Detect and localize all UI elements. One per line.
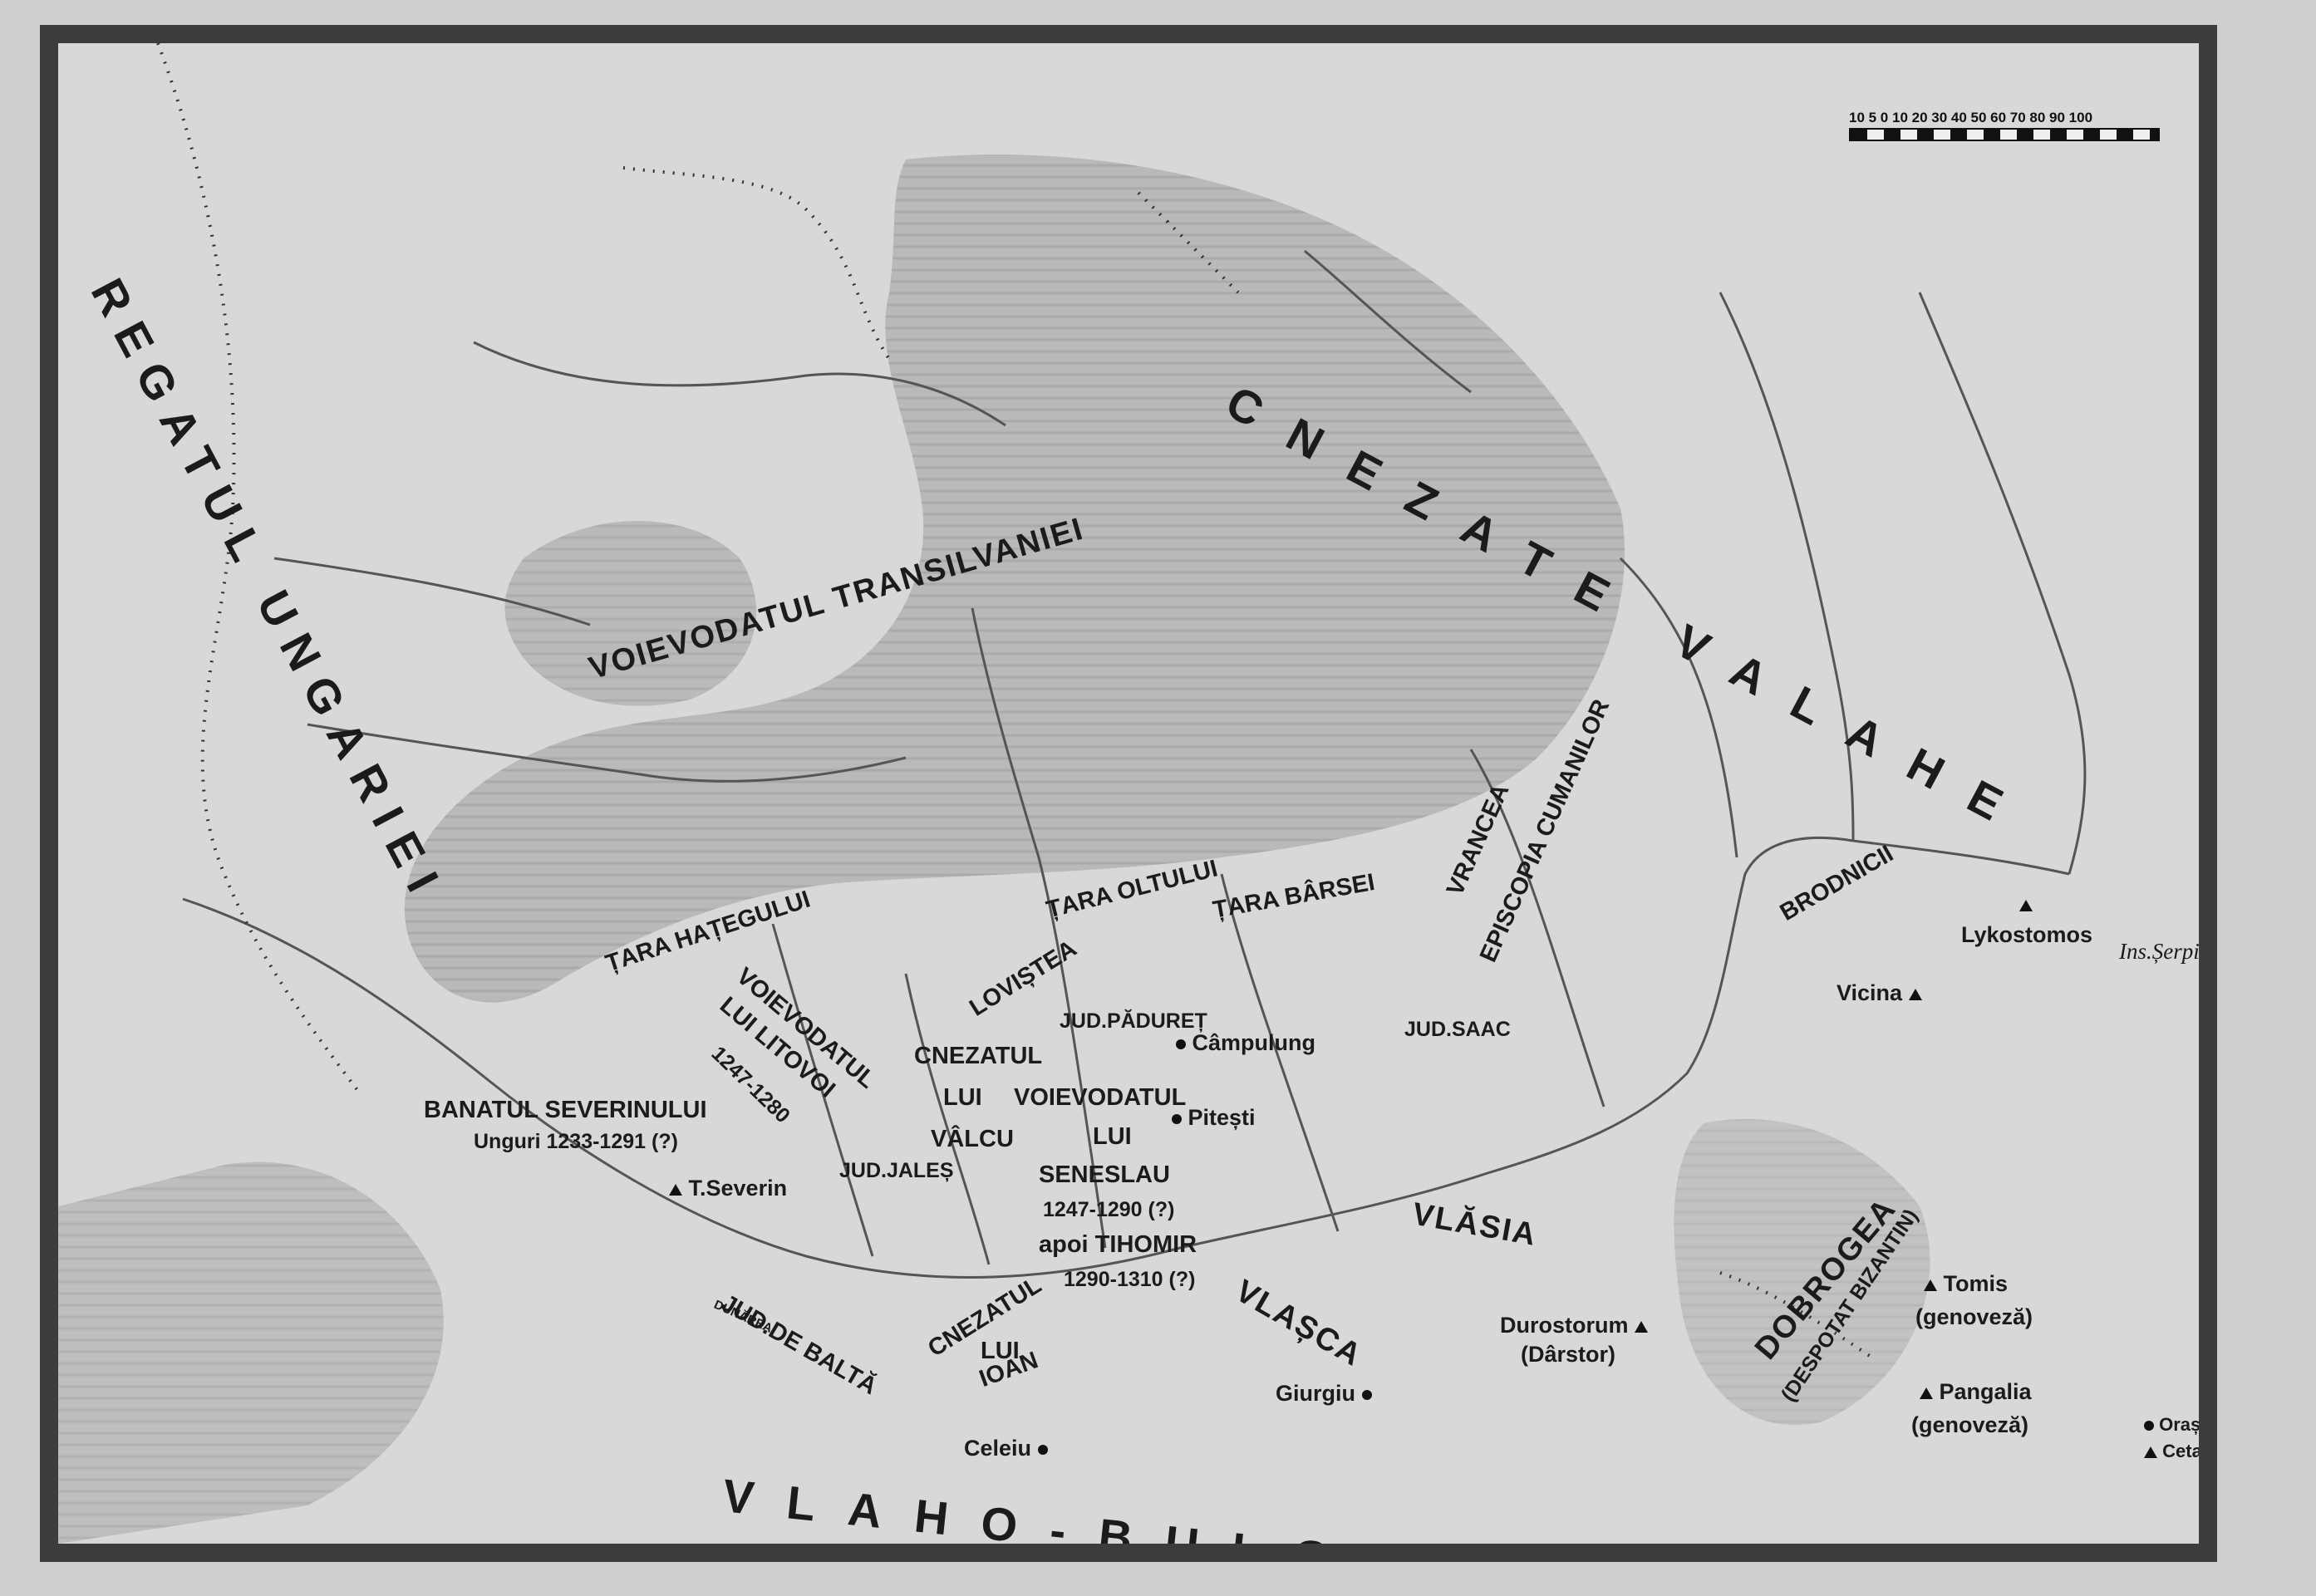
town-darstor: (Dârstor) [1521,1342,1616,1367]
lykostomos-fortress-icon [2019,899,2033,912]
town-celeiu[interactable]: Celeiu [964,1437,1048,1460]
region-jud-jales: JUD.JALEȘ [839,1159,954,1182]
place-ins-serpilor: Ins.Șerpilor [2119,939,2217,964]
region-cnezatul-ioan-2: LUI [981,1338,1020,1364]
region-banatul-severinului: BANATUL SEVERINULUI [424,1097,707,1123]
town-pitesti[interactable]: Pitești [1172,1107,1256,1129]
town-pangalia[interactable]: Pangalia [1920,1381,2032,1403]
region-voievodatul-seneslau: VOIEVODATUL [1014,1084,1187,1111]
balkan-relief [58,1161,444,1544]
city-dot-icon [1361,1389,1372,1400]
region-voievodatul-seneslau-4: apoi TIHOMIR [1039,1231,1197,1258]
scale-bar: 10 5 0 10 20 30 40 50 60 70 80 90 100 [1849,110,2160,141]
fortress-triangle-icon [669,1183,682,1196]
region-cnezatul-valcu-3: VÂLCU [931,1126,1014,1152]
scale-bar-graphic [1849,128,2160,141]
town-campulung[interactable]: Câmpulung [1176,1032,1315,1054]
region-jud-paduret: JUD.PĂDUREȚ [1060,1009,1207,1033]
legend-oras: Oraș [2144,1414,2199,1436]
town-tomis-sub: (genoveză) [1915,1304,2033,1329]
relief-and-rivers [58,43,2087,1544]
legend-cetate: Cetate [2144,1441,2199,1462]
region-cnezatul-valcu-2: LUI [943,1084,982,1111]
town-giurgiu[interactable]: Giurgiu [1276,1382,1372,1405]
legend: Oraș Cetate [2144,1414,2199,1467]
fortress-triangle-icon [1924,1279,1937,1291]
fortress-triangle-icon [1635,1320,1649,1333]
region-voievodatul-seneslau-2: LUI [1093,1123,1132,1150]
region-banatul-sub: Unguri 1233-1291 (?) [474,1130,678,1153]
city-dot-icon [1176,1039,1186,1049]
city-dot-icon [2144,1421,2154,1431]
region-voievodatul-seneslau-years2: 1290-1310 (?) [1064,1268,1196,1291]
town-vicina[interactable]: Vicina [1837,982,1922,1004]
fortress-triangle-icon [2144,1446,2157,1459]
town-tomis[interactable]: Tomis [1924,1273,2008,1295]
scale-ticks: 10 5 0 10 20 30 40 50 60 70 80 90 100 [1849,110,2093,125]
town-pangalia-sub: (genoveză) [1911,1412,2029,1437]
region-cnezatul-valcu: CNEZATUL [914,1043,1043,1069]
region-voievodatul-seneslau-years: 1247-1290 (?) [1043,1198,1175,1221]
rivers [182,249,2087,1279]
region-jud-saac: JUD.SAAC [1404,1018,1511,1041]
fortress-triangle-icon [1908,988,1922,1000]
danube [182,836,2070,1279]
carpathian-relief [404,155,1625,1003]
fortress-triangle-icon [1920,1387,1933,1399]
town-durostorum[interactable]: Durostorum [1500,1314,1649,1337]
map-frame[interactable]: REGATUL UNGARIEI VOIEVODATUL TRANSILVANI… [40,25,2217,1562]
town-t-severin[interactable]: T.Severin [669,1177,787,1200]
dobrogea-relief [1674,1118,1930,1426]
town-lykostomos[interactable]: Lykostomos [1961,922,2093,947]
region-voievodatul-seneslau-3: SENESLAU [1039,1161,1170,1188]
apuseni-relief [504,521,756,706]
borders [156,43,1871,1358]
city-dot-icon [1037,1444,1048,1455]
city-dot-icon [1172,1113,1182,1124]
